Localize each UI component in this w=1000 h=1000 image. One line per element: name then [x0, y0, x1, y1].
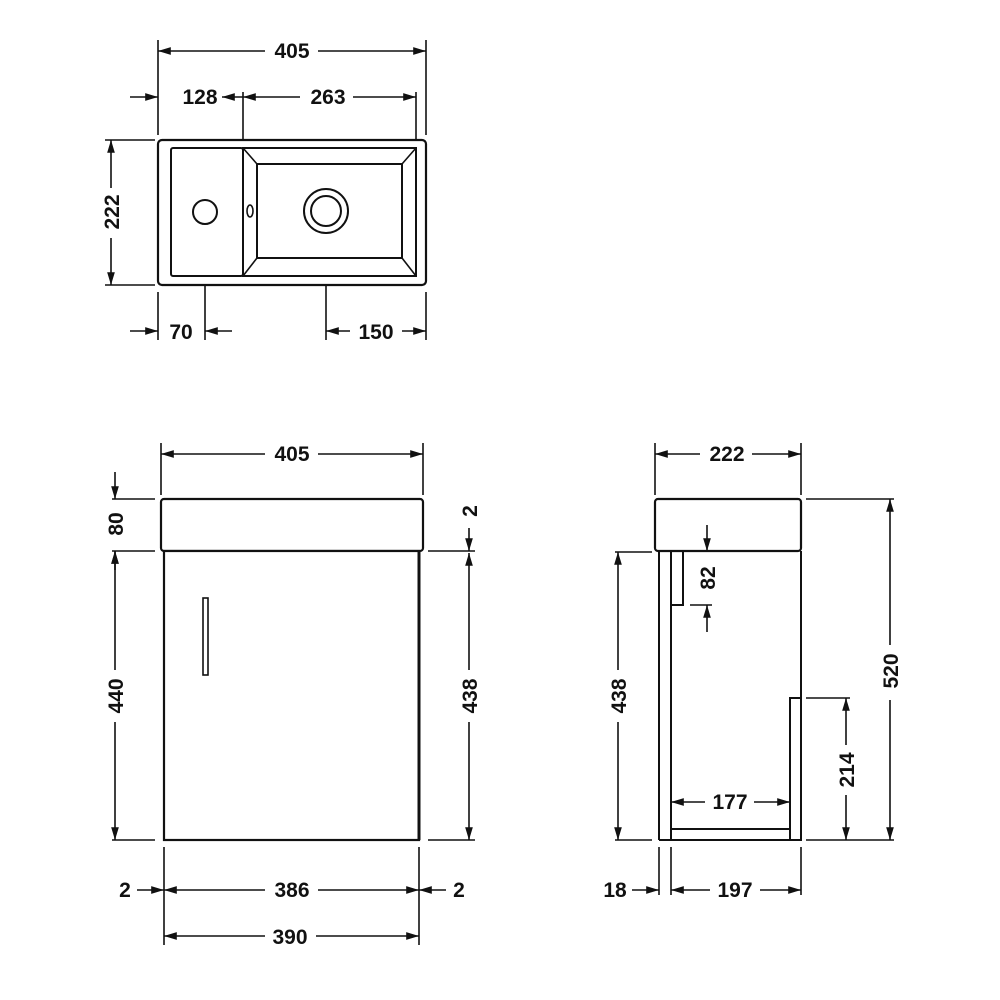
- front-basin: [159, 497, 425, 553]
- dim-front-basin-width: 405: [274, 443, 309, 466]
- dim-bowl-width: 263: [310, 86, 345, 109]
- waste-inner: [310, 195, 342, 227]
- dim-plan-width: 405: [274, 40, 309, 63]
- dim-cabinet-depth: 197: [717, 879, 752, 902]
- door-handle: [202, 597, 209, 676]
- dim-right-gap: 2: [453, 879, 465, 902]
- tap-hole: [192, 199, 218, 225]
- dim-side-cabinet-height: 438: [608, 678, 631, 713]
- plan-view: 405 128 263 222 70 150: [101, 40, 428, 344]
- dim-inner-depth: 177: [712, 791, 747, 814]
- dim-top-gap: 2: [459, 505, 482, 517]
- dim-door-width: 386: [274, 879, 309, 902]
- basin-outline: [156, 138, 428, 287]
- bowl-floor: [256, 163, 403, 259]
- dim-door-thickness: 18: [603, 879, 627, 902]
- dim-side-basin-depth: 222: [709, 443, 744, 466]
- waste-outer: [303, 188, 349, 234]
- dim-waste-offset: 150: [358, 321, 393, 344]
- dim-tap-offset: 70: [169, 321, 192, 344]
- dim-overall-height: 520: [880, 653, 903, 688]
- dim-basin-height: 80: [105, 512, 128, 535]
- dim-cabinet-height: 440: [105, 678, 128, 713]
- dim-left-gap: 2: [119, 879, 131, 902]
- dim-rail-height: 82: [697, 566, 720, 589]
- dim-back-panel-height: 214: [836, 752, 859, 787]
- side-view: 222 82 438 520 214 177 18: [603, 443, 903, 902]
- cabinet-base: [670, 828, 791, 841]
- back-panel: [789, 697, 802, 841]
- dim-left-section: 128: [182, 86, 217, 109]
- side-basin: [653, 497, 803, 553]
- front-view: 405 80 440 2 438 2 386 2 390: [105, 443, 482, 949]
- overflow-hole: [246, 204, 254, 218]
- bowl-rim: [242, 147, 417, 277]
- side-rail: [670, 550, 684, 606]
- cabinet-door: [162, 549, 421, 842]
- dim-cabinet-width: 390: [272, 926, 307, 949]
- dim-door-height: 438: [459, 678, 482, 713]
- dim-plan-depth: 222: [101, 194, 124, 229]
